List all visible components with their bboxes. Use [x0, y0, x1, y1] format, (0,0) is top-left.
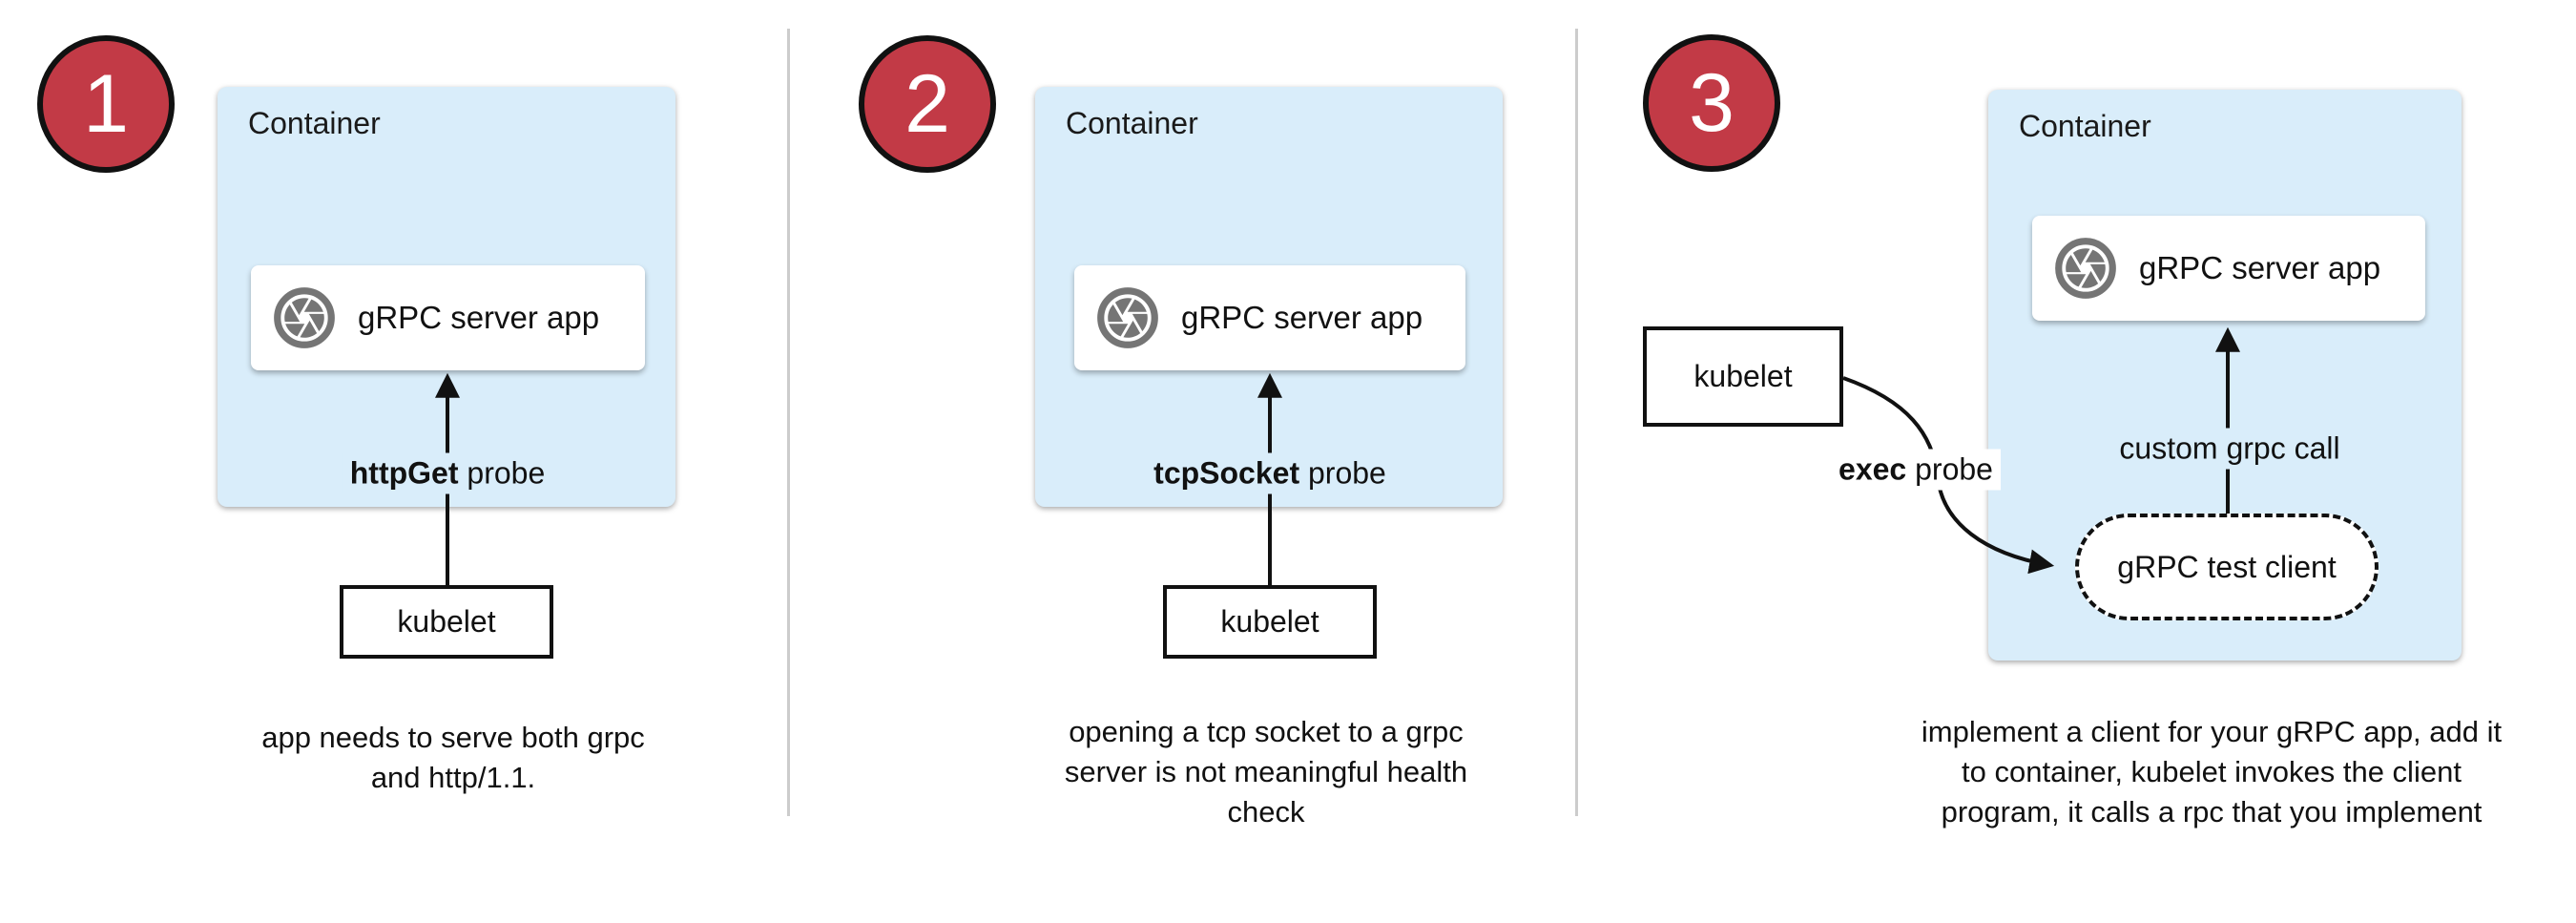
- kubelet-label: kubelet: [1220, 604, 1319, 639]
- panel-divider-2: [1575, 29, 1578, 816]
- caption-panel-1: app needs to serve both grpc and http/1.…: [91, 718, 816, 798]
- aperture-icon: [2055, 238, 2116, 299]
- aperture-icon: [274, 287, 335, 348]
- probe-label-exec: exec probe: [1831, 449, 2001, 491]
- caption-line: app needs to serve both grpc: [261, 721, 645, 754]
- caption-line: and http/1.1.: [370, 761, 536, 794]
- grpc-server-app-box-3: gRPC server app: [2032, 216, 2425, 321]
- caption-line: opening a tcp socket to a grpc: [1069, 715, 1464, 748]
- test-client-label: gRPC test client: [2117, 549, 2337, 584]
- grpc-server-app-box-2: gRPC server app: [1074, 265, 1465, 370]
- container-label-1: Container: [248, 106, 381, 140]
- step-number: 2: [904, 58, 950, 150]
- probe-word: probe: [458, 455, 546, 491]
- grpc-test-client-pill: gRPC test client: [2075, 514, 2379, 620]
- caption-line: server is not meaningful health: [1064, 755, 1468, 788]
- aperture-icon: [1097, 287, 1158, 348]
- container-label-3: Container: [2019, 109, 2151, 143]
- kubelet-label: kubelet: [1693, 359, 1793, 393]
- probe-word: probe: [1906, 451, 1993, 487]
- caption-panel-3: implement a client for your gRPC app, ad…: [1849, 712, 2574, 832]
- kubelet-label: kubelet: [397, 604, 496, 639]
- probe-keyword: exec: [1839, 451, 1907, 487]
- app-label: gRPC server app: [1181, 300, 1423, 335]
- caption-panel-2: opening a tcp socket to a grpc server is…: [904, 712, 1629, 832]
- caption-line: to container, kubelet invokes the client: [1962, 755, 2462, 788]
- app-label: gRPC server app: [2139, 250, 2381, 285]
- probe-label-httpget: httpGet probe: [342, 452, 553, 494]
- probe-keyword: httpGet: [349, 455, 459, 491]
- probe-word: probe: [1299, 455, 1386, 491]
- step-number: 1: [83, 58, 129, 150]
- probe-keyword: tcpSocket: [1153, 455, 1300, 491]
- caption-line: check: [1227, 795, 1305, 829]
- caption-line: implement a client for your gRPC app, ad…: [1921, 715, 2503, 748]
- step-badge-3: 3: [1643, 34, 1780, 172]
- step-badge-1: 1: [37, 35, 175, 173]
- step-badge-2: 2: [859, 35, 996, 173]
- grpc-server-app-box-1: gRPC server app: [251, 265, 645, 370]
- kubelet-box-1: kubelet: [340, 585, 553, 659]
- panel-divider-1: [787, 29, 790, 816]
- app-label: gRPC server app: [358, 300, 600, 335]
- custom-grpc-call-label: custom grpc call: [2111, 428, 2348, 470]
- kubelet-box-3: kubelet: [1643, 326, 1843, 427]
- caption-line: program, it calls a rpc that you impleme…: [1941, 795, 2483, 829]
- probe-label-tcpsocket: tcpSocket probe: [1146, 452, 1394, 494]
- kubelet-box-2: kubelet: [1163, 585, 1377, 659]
- container-label-2: Container: [1066, 106, 1198, 140]
- step-number: 3: [1689, 57, 1735, 149]
